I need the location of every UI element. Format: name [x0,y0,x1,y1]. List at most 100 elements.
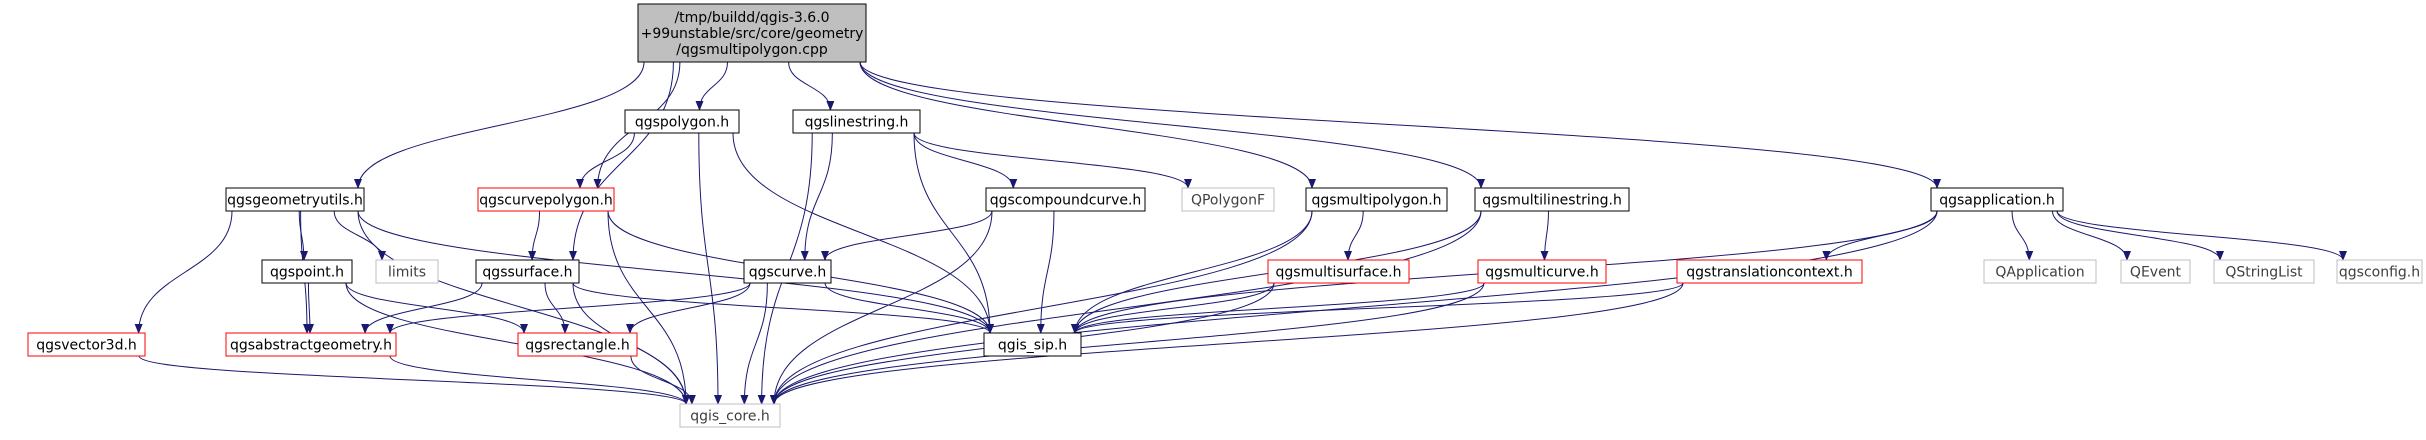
edge-qgslinestring-to-qgscurve [800,132,833,261]
edge-qgsgeometryutils-to-qgis_sip [357,210,994,334]
node-qgscurvepolygon[interactable]: qgscurvepolygon.h [477,187,615,212]
edge-qgscurvepolygon-to-qgssurface [528,210,541,261]
node-label-qgis_core: qgis_core.h [690,409,770,425]
edge-qgscurve-to-qgsabstractgeometry [386,282,751,334]
edge-root-to-qgsmultipolygon [859,61,1316,189]
edge-qgsapplication-to-qgis_core [770,210,1938,405]
edge-qgslinestring-to-qgis_sip [913,132,994,334]
node-limits: limits [375,259,439,284]
node-qgsmultipolygon[interactable]: qgsmultipolygon.h [1305,187,1448,212]
edge-root-to-qgssurface [569,61,674,261]
node-qgsmultisurface[interactable]: qgsmultisurface.h [1267,259,1410,284]
edge-qgsvector3d-to-qgis_core [138,355,690,405]
edge-qgslinestring-to-QPolygonF [913,132,1192,189]
edge-qgsmultisurface-to-qgis_sip [1071,282,1275,334]
node-qgstranslationcontext[interactable]: qgstranslationcontext.h [1676,259,1863,284]
node-label-qgsgeometryutils: qgsgeometryutils.h [227,193,363,209]
node-qgis_core: qgis_core.h [679,403,781,428]
node-qgsvector3d[interactable]: qgsvector3d.h [27,332,146,357]
node-box-qgsvector3d [27,332,146,357]
node-root[interactable]: /tmp/buildd/qgis-3.6.0+99unstable/src/co… [637,3,867,63]
node-qgsmulticurve[interactable]: qgsmulticurve.h [1477,259,1607,284]
node-qgspoint[interactable]: qgspoint.h [261,259,353,284]
edge-qgsabstractgeometry-to-qgis_core [389,355,690,405]
node-qgsrectangle[interactable]: qgsrectangle.h [517,332,638,357]
file-nodes: /tmp/buildd/qgis-3.6.0+99unstable/src/co… [27,3,2423,428]
node-qgsabstractgeometry[interactable]: qgsabstractgeometry.h [225,332,397,357]
node-label-QApplication: QApplication [1995,265,2084,281]
edge-qgslinestring-to-qgscompoundcurve [913,132,1018,189]
node-box-qgstranslationcontext [1676,259,1863,284]
node-label-QEvent: QEvent [2130,265,2182,281]
node-box-limits [375,259,439,284]
edge-qgsmultilinestring-to-qgis_core [770,210,1482,405]
node-box-QApplication [1983,259,2097,284]
node-qgscurve[interactable]: qgscurve.h [743,259,832,284]
node-box-qgsgeometryutils [225,187,365,212]
node-box-qgscurvepolygon [477,187,615,212]
node-label-qgscompoundcurve: qgscompoundcurve.h [990,193,1142,209]
node-box-qgsconfig [2336,259,2423,284]
edge-qgsmultipolygon-to-qgis_core [770,210,1313,405]
edge-qgscompoundcurve-to-qgis_core [770,210,993,405]
node-QStringList: QStringList [2213,259,2315,284]
node-box-qgscurve [743,259,832,284]
edge-qgssurface-to-qgis_sip [572,282,994,334]
node-label-qgsabstractgeometry: qgsabstractgeometry.h [230,338,392,354]
edge-qgscurvepolygon-to-qgis_core [607,210,690,405]
node-qgslinestring[interactable]: qgslinestring.h [792,109,921,134]
edge-qgsapplication-to-qgsconfig [2056,210,2347,261]
edge-root-to-qgspolygon [695,61,728,111]
node-box-qgssurface [475,259,580,284]
node-qgsgeometryutils[interactable]: qgsgeometryutils.h [225,187,365,212]
node-qgspolygon[interactable]: qgspolygon.h [624,109,740,134]
edge-qgsmultipolygon-to-qgsmultisurface [1344,210,1364,261]
edge-qgscompoundcurve-to-qgis_sip [1036,210,1055,334]
node-box-qgsapplication [1930,187,2064,212]
node-label-qgspoint: qgspoint.h [270,265,344,281]
node-label-qgslinestring: qgslinestring.h [805,115,909,131]
node-box-qgsmultipolygon [1305,187,1448,212]
edge-qgscurve-to-qgis_core [740,282,768,405]
node-box-qgspoint [261,259,353,284]
node-QPolygonF: QPolygonF [1181,187,1275,212]
node-label-QStringList: QStringList [2225,265,2303,281]
node-box-QStringList [2213,259,2315,284]
edge-qgscurve-to-qgis_sip [824,282,994,334]
node-box-root [637,3,867,63]
node-qgsmultilinestring[interactable]: qgsmultilinestring.h [1474,187,1630,212]
edge-root-to-qgsapplication [859,61,1941,189]
edge-root-to-qgslinestring [788,61,835,111]
node-QEvent: QEvent [2120,259,2191,284]
node-label-qgscurve: qgscurve.h [749,265,827,281]
node-label-qgis_sip: qgis_sip.h [998,338,1067,354]
node-label-qgsmultilinestring: qgsmultilinestring.h [1482,193,1622,209]
node-box-qgsmulticurve [1477,259,1607,284]
node-label-qgspolygon: qgspolygon.h [635,115,729,131]
edge-qgspolygon-to-qgis_sip [732,132,994,334]
node-qgscompoundcurve[interactable]: qgscompoundcurve.h [985,187,1146,212]
node-label-limits: limits [388,265,426,281]
edge-qgspolygon-to-qgscurvepolygon [576,132,635,189]
edge-qgssurface-to-qgsrectangle [544,282,569,334]
node-box-QEvent [2120,259,2191,284]
node-label-qgsconfig: qgsconfig.h [2339,265,2420,281]
node-qgis_sip[interactable]: qgis_sip.h [983,332,1082,357]
node-QApplication: QApplication [1983,259,2097,284]
node-box-QPolygonF [1181,187,1275,212]
edge-qgsgeometryutils-to-qgis_core [357,210,690,405]
node-qgssurface[interactable]: qgssurface.h [475,259,580,284]
edge-root-to-qgsmultilinestring [859,61,1485,189]
edge-qgspoint-to-qgis_core [345,282,690,405]
node-box-qgis_sip [983,332,1082,357]
edge-qgscompoundcurve-to-qgscurve [821,210,993,261]
edge-qgsmulticurve-to-qgis_sip [1071,282,1485,334]
node-box-qgspolygon [624,109,740,134]
node-qgsapplication[interactable]: qgsapplication.h [1930,187,2064,212]
edge-qgsapplication-to-QApplication [2011,210,2034,261]
node-label-qgsrectangle: qgsrectangle.h [525,338,629,354]
node-label-qgsmultipolygon: qgsmultipolygon.h [1311,193,1441,209]
node-box-qgsmultilinestring [1474,187,1630,212]
node-label-QPolygonF: QPolygonF [1191,193,1265,209]
